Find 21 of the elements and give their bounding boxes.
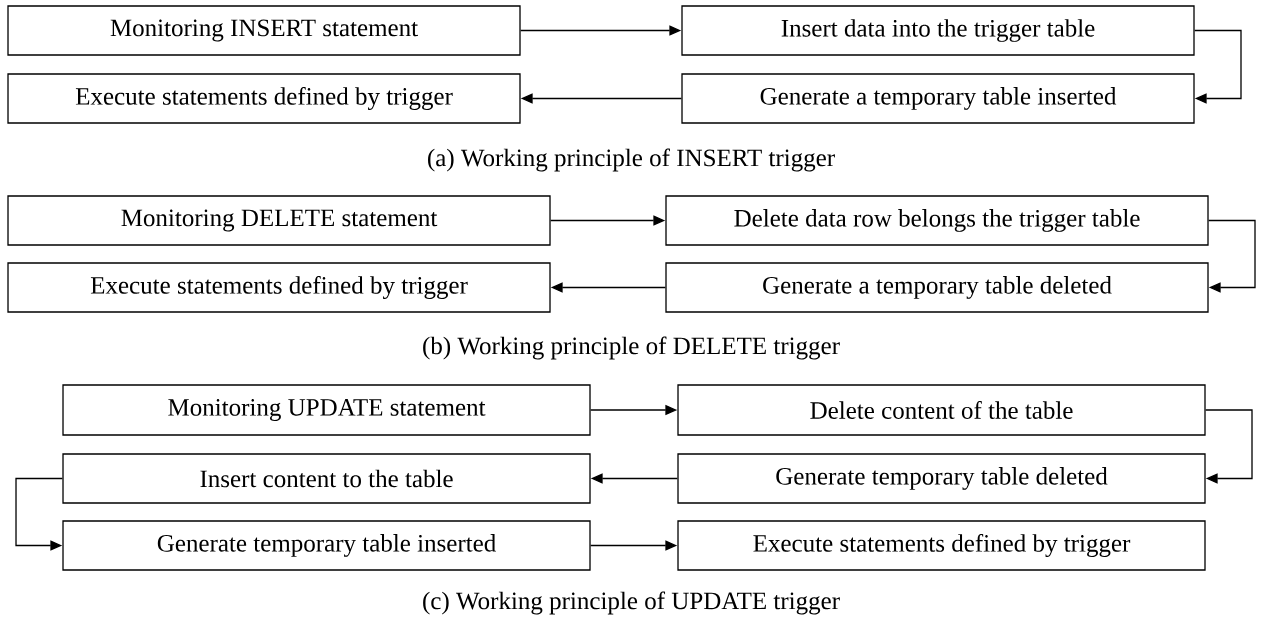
caption: (c) Working principle of UPDATE trigger: [423, 591, 840, 615]
process-box: Generate temporary table inserted: [62, 520, 591, 571]
process-box: Insert data into the trigger table: [681, 5, 1195, 56]
process-box: Insert content to the table: [62, 453, 591, 504]
process-box: Delete content of the table: [677, 384, 1206, 436]
process-box: Generate temporary table deleted: [677, 453, 1206, 504]
process-box: Monitoring DELETE statement: [7, 195, 551, 246]
caption: (a) Working principle of INSERT trigger: [428, 148, 835, 172]
process-box: Monitoring UPDATE statement: [62, 384, 591, 436]
process-box: Delete data row belongs the trigger table: [665, 195, 1209, 246]
process-box: Execute statements defined by trigger: [677, 520, 1206, 571]
process-box: Generate a temporary table deleted: [665, 262, 1209, 313]
arrow: [1194, 29, 1242, 104]
arrow: [15, 477, 63, 551]
process-box: Execute statements defined by trigger: [7, 73, 521, 124]
process-box: Monitoring INSERT statement: [7, 5, 521, 56]
process-box: Generate a temporary table inserted: [681, 73, 1195, 124]
caption: (b) Working principle of DELETE trigger: [423, 336, 840, 360]
process-box: Execute statements defined by trigger: [7, 262, 551, 313]
arrow: [1205, 409, 1253, 484]
arrow: [1208, 219, 1256, 293]
